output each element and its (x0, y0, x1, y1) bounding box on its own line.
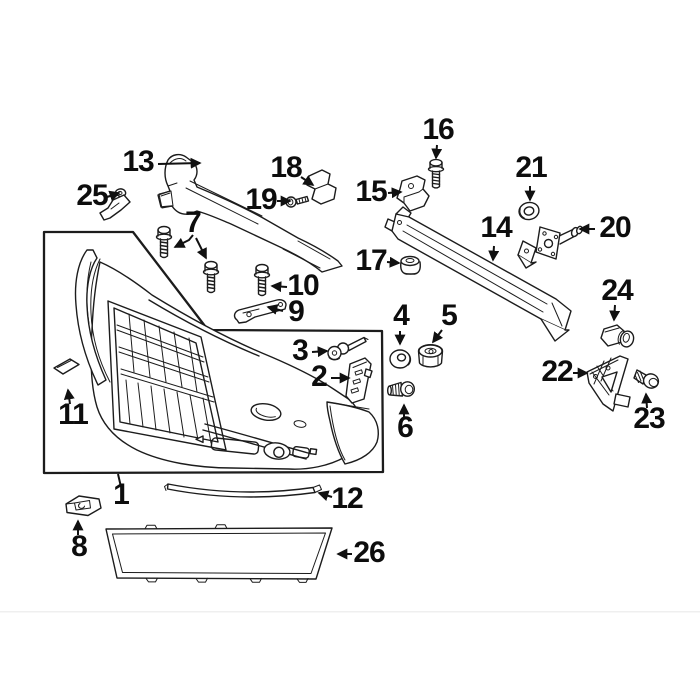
callout-14: 14 (480, 210, 512, 244)
callout-5: 5 (441, 298, 458, 332)
callout-10: 10 (287, 268, 319, 302)
socket-screw-drawing (633, 369, 660, 389)
callout-6: 6 (397, 410, 414, 444)
callout-8: 8 (71, 529, 88, 563)
flange-bolt-drawing (427, 158, 445, 189)
callout-3: 3 (292, 333, 309, 367)
side-bracket-drawing (345, 357, 373, 404)
bumper-cover-box (42, 230, 385, 475)
callout-16: 16 (422, 112, 454, 146)
callout-19: 19 (245, 182, 277, 216)
callout-2: 2 (311, 359, 328, 393)
flange-bolt-drawing (202, 260, 220, 294)
callout-18: 18 (270, 150, 302, 184)
callout-12: 12 (331, 481, 363, 515)
retainer-grommet-drawing (600, 324, 635, 348)
flange-bolt-drawing (155, 225, 173, 259)
shock-mount-drawing (517, 225, 583, 269)
ring-grommet-drawing (518, 201, 540, 221)
pan-screw-drawing (387, 381, 416, 397)
callout-24: 24 (601, 273, 633, 307)
cowl-cover-drawing (157, 153, 343, 273)
cap-nut-drawing (400, 255, 421, 275)
callout-23: 23 (633, 401, 665, 435)
impact-bar-drawing (384, 206, 572, 342)
callout-21: 21 (515, 150, 547, 184)
lower-grille-drawing (105, 524, 333, 583)
page-seam (0, 611, 700, 613)
callout-4: 4 (393, 298, 410, 332)
callout-20: 20 (599, 210, 631, 244)
callout-arrows (63, 144, 653, 560)
callout-7: 7 (185, 205, 202, 239)
flange-bolt-drawing (253, 263, 271, 297)
callout-15: 15 (355, 174, 387, 208)
grommet-drawing (389, 349, 412, 369)
callout-17: 17 (355, 243, 387, 277)
callout-9: 9 (288, 294, 305, 328)
callout-11: 11 (58, 397, 89, 431)
support-bracket-drawing (233, 299, 287, 324)
washer-cover-plate-drawing (53, 358, 80, 375)
bumper-cover-drawing (74, 249, 379, 470)
retaining-clip-drawing (65, 495, 102, 517)
flange-nut-drawing (417, 344, 444, 368)
callout-1: 1 (113, 477, 130, 511)
callout-22: 22 (541, 354, 573, 388)
pin-stud-drawing (327, 336, 369, 361)
side-mount-bracket-drawing (396, 175, 430, 212)
callout-13: 13 (122, 144, 154, 178)
corner-clip-bracket-drawing (306, 169, 337, 205)
callout-26: 26 (353, 535, 385, 569)
callout-25: 25 (76, 178, 108, 212)
trim-strip-drawing (164, 483, 322, 498)
corner-bracket-drawing (586, 355, 631, 412)
